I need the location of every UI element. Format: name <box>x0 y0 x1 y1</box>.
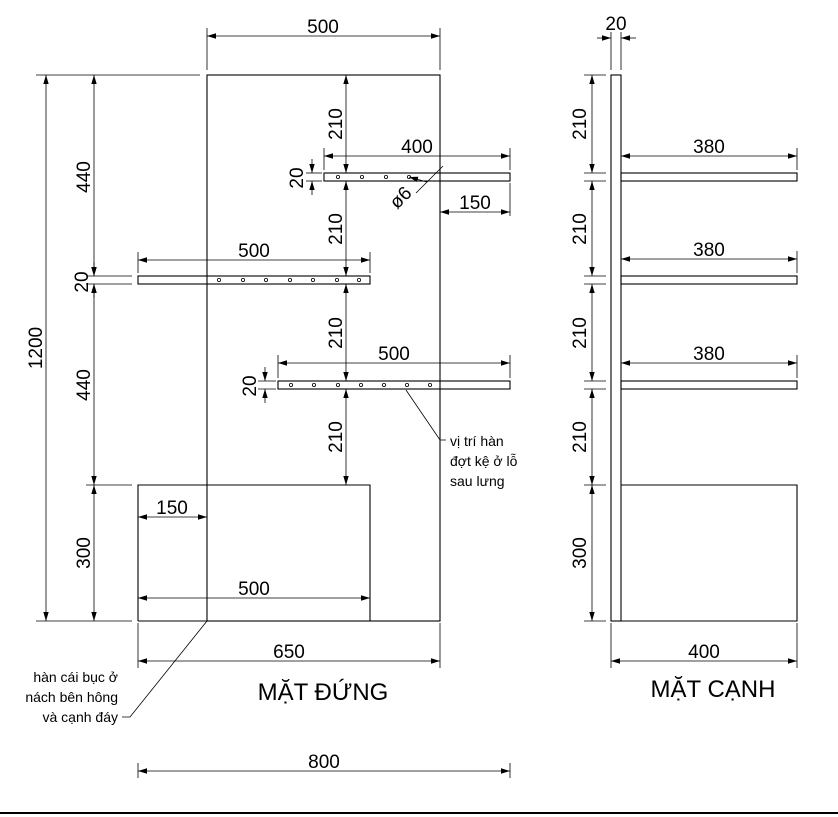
dim-overall-width: 800 <box>137 752 511 778</box>
dim-top-shelf: 400 20 150 ø6 <box>287 137 511 216</box>
dim-total-height-label: 1200 <box>26 327 47 369</box>
dim-base-height-label: 300 <box>74 537 95 569</box>
front-view: 500 1200 440 20 440 300 210 <box>25 17 518 778</box>
dim-top-shelf-length-label: 400 <box>401 137 433 158</box>
dim-overall-width-label: 800 <box>308 752 340 773</box>
dim-spacing-2-label: 210 <box>326 213 347 245</box>
dim-side-thickness: 20 <box>597 14 636 70</box>
lower-shelf <box>277 380 511 390</box>
dim-side-shelves: 380 380 380 <box>621 137 798 378</box>
dim-base-length-label: 500 <box>238 579 270 600</box>
dim-side-shelf-2-label: 380 <box>693 240 725 261</box>
dim-top-width-label: 500 <box>307 17 339 38</box>
view-title-side: MẶT CẠNH <box>651 676 776 703</box>
view-title-front: MẶT ĐỨNG <box>258 679 389 706</box>
dim-hole-diameter-label: ø6 <box>386 183 417 214</box>
side-panel <box>610 74 622 622</box>
lower-shelf-holes <box>288 382 432 387</box>
dim-base-offset-label: 150 <box>156 498 188 519</box>
note-weld-base-line-1: hàn cái bục ở <box>33 669 118 685</box>
side-base-box <box>611 484 798 622</box>
middle-shelf <box>137 275 371 285</box>
dim-side-spacing-1-label: 210 <box>570 108 591 140</box>
dim-spacing-1-label: 210 <box>326 108 347 140</box>
side-shelf-3 <box>620 380 798 390</box>
dim-side-depth-label: 400 <box>688 642 720 663</box>
note-weld-shelf-line-3: sau lưng <box>450 473 505 489</box>
dim-front-total: 650 <box>137 623 441 668</box>
dim-spacing-4-label: 210 <box>326 421 347 453</box>
dim-side-spacing-3-label: 210 <box>570 317 591 349</box>
dim-top-width: 500 <box>206 17 441 70</box>
dim-centre-chain: 210 210 210 210 <box>326 75 349 485</box>
top-shelf-holes <box>335 174 411 179</box>
side-shelf-1 <box>620 172 798 182</box>
note-weld-shelf: vị trí hàn đợt kệ ở lỗ sau lưng <box>405 389 518 489</box>
dim-lower-shelf-length-label: 500 <box>378 344 410 365</box>
note-weld-base: hàn cái bục ở nách bên hông và cạnh đáy <box>25 620 208 725</box>
dim-top-shelf-overhang-label: 150 <box>459 193 491 214</box>
dim-middle-shelf: 500 <box>137 241 371 273</box>
dim-side-thickness-label: 20 <box>605 14 626 35</box>
front-base-box <box>137 484 371 621</box>
dim-spacing-3-label: 210 <box>326 317 347 349</box>
side-shelf-2 <box>620 275 798 285</box>
note-weld-base-line-2: nách bên hông <box>25 689 118 705</box>
dim-lower-shelf-thickness-label: 20 <box>240 375 261 396</box>
top-shelf <box>323 172 511 182</box>
dim-side-shelf-1-label: 380 <box>693 137 725 158</box>
middle-shelf-holes <box>216 277 361 282</box>
dim-top-shelf-thickness-label: 20 <box>287 167 308 188</box>
dim-left-chain: 440 20 440 300 <box>72 75 132 621</box>
dim-middle-shelf-length-label: 500 <box>238 241 270 262</box>
dim-side-spacing-4-label: 210 <box>570 421 591 453</box>
dim-side-chain: 210 210 210 210 300 <box>570 74 606 622</box>
dim-shelf-thickness-label: 20 <box>72 271 93 292</box>
dim-total-height: 1200 <box>26 74 200 622</box>
dim-base-box: 150 500 <box>138 498 370 601</box>
dim-front-total-label: 650 <box>273 642 305 663</box>
note-weld-shelf-line-2: đợt kệ ở lỗ <box>450 453 518 469</box>
dim-side-depth: 400 <box>610 623 798 668</box>
dim-upper-gap-label: 440 <box>74 161 95 193</box>
note-weld-base-line-3: và cạnh đáy <box>43 709 119 725</box>
bottom-border-line <box>0 812 838 814</box>
dim-lower-shelf: 500 20 <box>240 344 511 403</box>
dim-side-base-height-label: 300 <box>570 537 591 569</box>
side-view: 20 210 210 210 210 300 <box>570 14 798 703</box>
dim-lower-gap-label: 440 <box>74 369 95 401</box>
note-weld-shelf-line-1: vị trí hàn <box>450 433 504 449</box>
dim-side-spacing-2-label: 210 <box>570 213 591 245</box>
dim-side-shelf-3-label: 380 <box>693 344 725 365</box>
